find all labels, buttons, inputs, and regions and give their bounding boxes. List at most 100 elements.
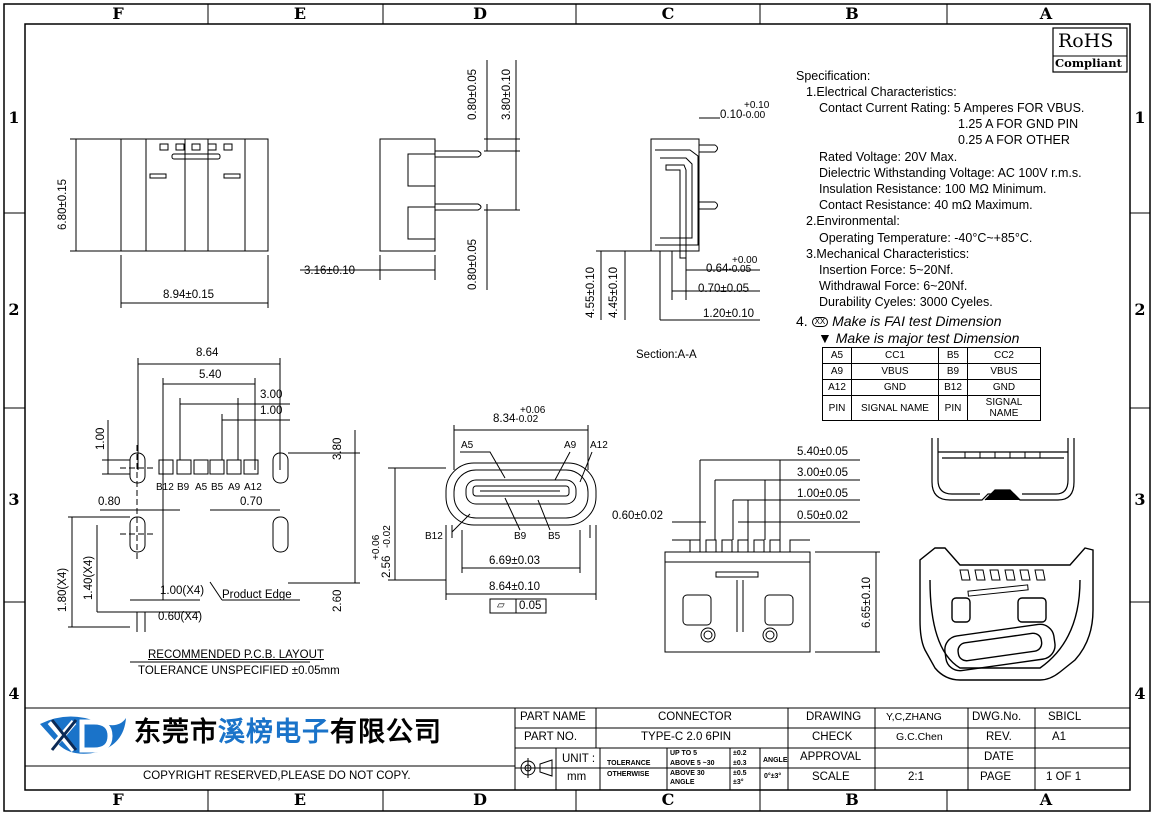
company-logo [40,716,126,754]
rohs-compliant: Compliant [1055,56,1122,70]
dim-834: 8.34-0.02 [493,413,539,425]
tol-row-2: ABOVE 5 ~30 [670,760,715,767]
front-label-b5: B5 [548,531,561,542]
spec-insulation: Insulation Resistance: 100 MΩ Minimum. [819,182,1047,196]
unit-label: UNIT : [562,753,596,765]
spec-withdrawal-force: Withdrawal Force: 6~20Nf. [819,279,968,293]
tolerance-label: TOLERANCE [607,760,651,767]
spec-current-other: 0.25 A FOR OTHER [958,133,1070,147]
spec-current-rating: Contact Current Rating: 5 Amperes FOR VB… [819,101,1085,115]
check-value: G.C.Chen [896,731,943,743]
dwgno-value: SBICL [1048,711,1082,723]
dim-pcb-864: 8.64 [196,347,219,359]
drawing-value: Y,C,ZHANG [886,711,942,723]
dim-010-up: +0.10 [744,100,770,111]
dim-pcb-180: 1.80(X4) [57,567,69,612]
zone-e-bottom: E [293,790,307,809]
zone-3-right: 3 [1134,490,1146,509]
unit-value: mm [567,771,587,783]
tol-val-3: ±0.5 [733,770,747,777]
copyright: COPYRIGHT RESERVED,PLEASE DO NOT COPY. [143,770,411,782]
approval-label: APPROVAL [800,751,862,763]
spec-note-4: 4. XX Make is FAI test Dimension [796,313,1002,329]
dim-064-up: +0.00 [732,255,758,266]
dim-pcb-100a: 1.00 [95,427,107,450]
spec-major: Make is major test Dimension [835,330,1020,346]
dim-669: 6.69±0.03 [489,555,541,567]
dim-256-dn: -0.02 [382,525,393,548]
dim-pcb-300: 3.00 [260,389,283,401]
pad-label-b5: B5 [211,482,224,493]
fai-mark: XX [811,317,829,328]
dim-b540: 5.40±0.05 [797,446,849,458]
dim-864: 8.64±0.10 [489,581,541,593]
otherwise-label: OTHERWISE [607,771,650,778]
dim-834-dn: -0.02 [515,414,539,425]
part-name-label: PART NAME [520,711,586,723]
spec-environmental: 2.Environmental: [806,214,900,228]
scale-label: SCALE [812,771,850,783]
zone-c-top: C [661,4,675,23]
spec-insertion-force: Insertion Force: 5~20Nf. [819,263,954,277]
tol-val-1: ±0.2 [733,750,747,757]
angle-value: 0°±3° [764,773,782,780]
zone-f-bottom: F [112,790,124,809]
zone-2-right: 2 [1134,300,1146,319]
dim-pcb-380: 3.80 [332,437,344,460]
front-label-a9: A9 [564,440,577,451]
zone-e-top: E [293,4,307,23]
zone-1-left: 1 [8,108,20,127]
part-no: TYPE-C 2.0 6PIN [641,731,732,743]
page-label: PAGE [980,771,1012,783]
page-value: 1 OF 1 [1046,771,1082,783]
zone-a-top: A [1039,4,1053,23]
front-label-b12: B12 [425,531,443,542]
zone-1-right: 1 [1134,108,1146,127]
dim-010-dn: -0.00 [742,110,766,121]
zone-3-left: 3 [8,490,20,509]
tol-row-1: UP TO 5 [670,750,697,757]
part-name: CONNECTOR [658,711,732,723]
zone-b-top: B [845,4,859,23]
dim-b300: 3.00±0.05 [797,467,849,479]
spec-mechanical: 3.Mechanical Characteristics: [806,247,970,261]
spec-durability: Durability Cyeles: 3000 Cyeles. [819,295,993,309]
tol-val-2: ±0.3 [733,760,747,767]
dim-120: 1.20±0.10 [703,308,755,320]
tol-row-4: ANGLE [670,779,695,786]
dim-b060: 0.60±0.02 [612,510,664,522]
dim-064-dn: -0.05 [728,264,752,275]
part-no-label: PART NO. [524,731,578,743]
dim-pcb-060x4: 0.60(X4) [158,611,203,623]
pcb-layout-title: RECOMMENDED P.C.B. LAYOUT [148,649,324,661]
tol-row-3: ABOVE 30 [670,770,705,777]
rev-label: REV. [986,731,1012,743]
zone-2-left: 2 [8,300,20,319]
date-label: DATE [984,751,1014,763]
drawing-label: DRAWING [806,711,862,723]
zone-d-bottom: D [473,790,487,809]
dim-pcb-100b: 1.00 [260,405,283,417]
spec-fai: Make is FAI test Dimension [832,313,1002,329]
zone-4-left: 4 [8,684,20,703]
dim-445: 4.45±0.10 [608,266,620,318]
dim-455: 4.55±0.10 [585,266,597,318]
dim-b100: 1.00±0.05 [797,488,849,500]
zone-c-bottom: C [661,790,675,809]
spec-title: Specification: [796,69,871,83]
scale-value: 2:1 [908,771,924,783]
front-label-b9: B9 [514,531,527,542]
pad-label-b12: B12 [156,482,174,493]
dim-pcb-100x4: 1.00(X4) [160,585,205,597]
spec-rated-voltage: Rated Voltage: 20V Max. [819,150,958,164]
flatness-icon: ⏥ [497,600,505,611]
dim-256: 2.56 [381,555,393,578]
dim-064: 0.64-0.05 [706,263,752,275]
dim-380: 3.80±0.10 [501,68,513,120]
